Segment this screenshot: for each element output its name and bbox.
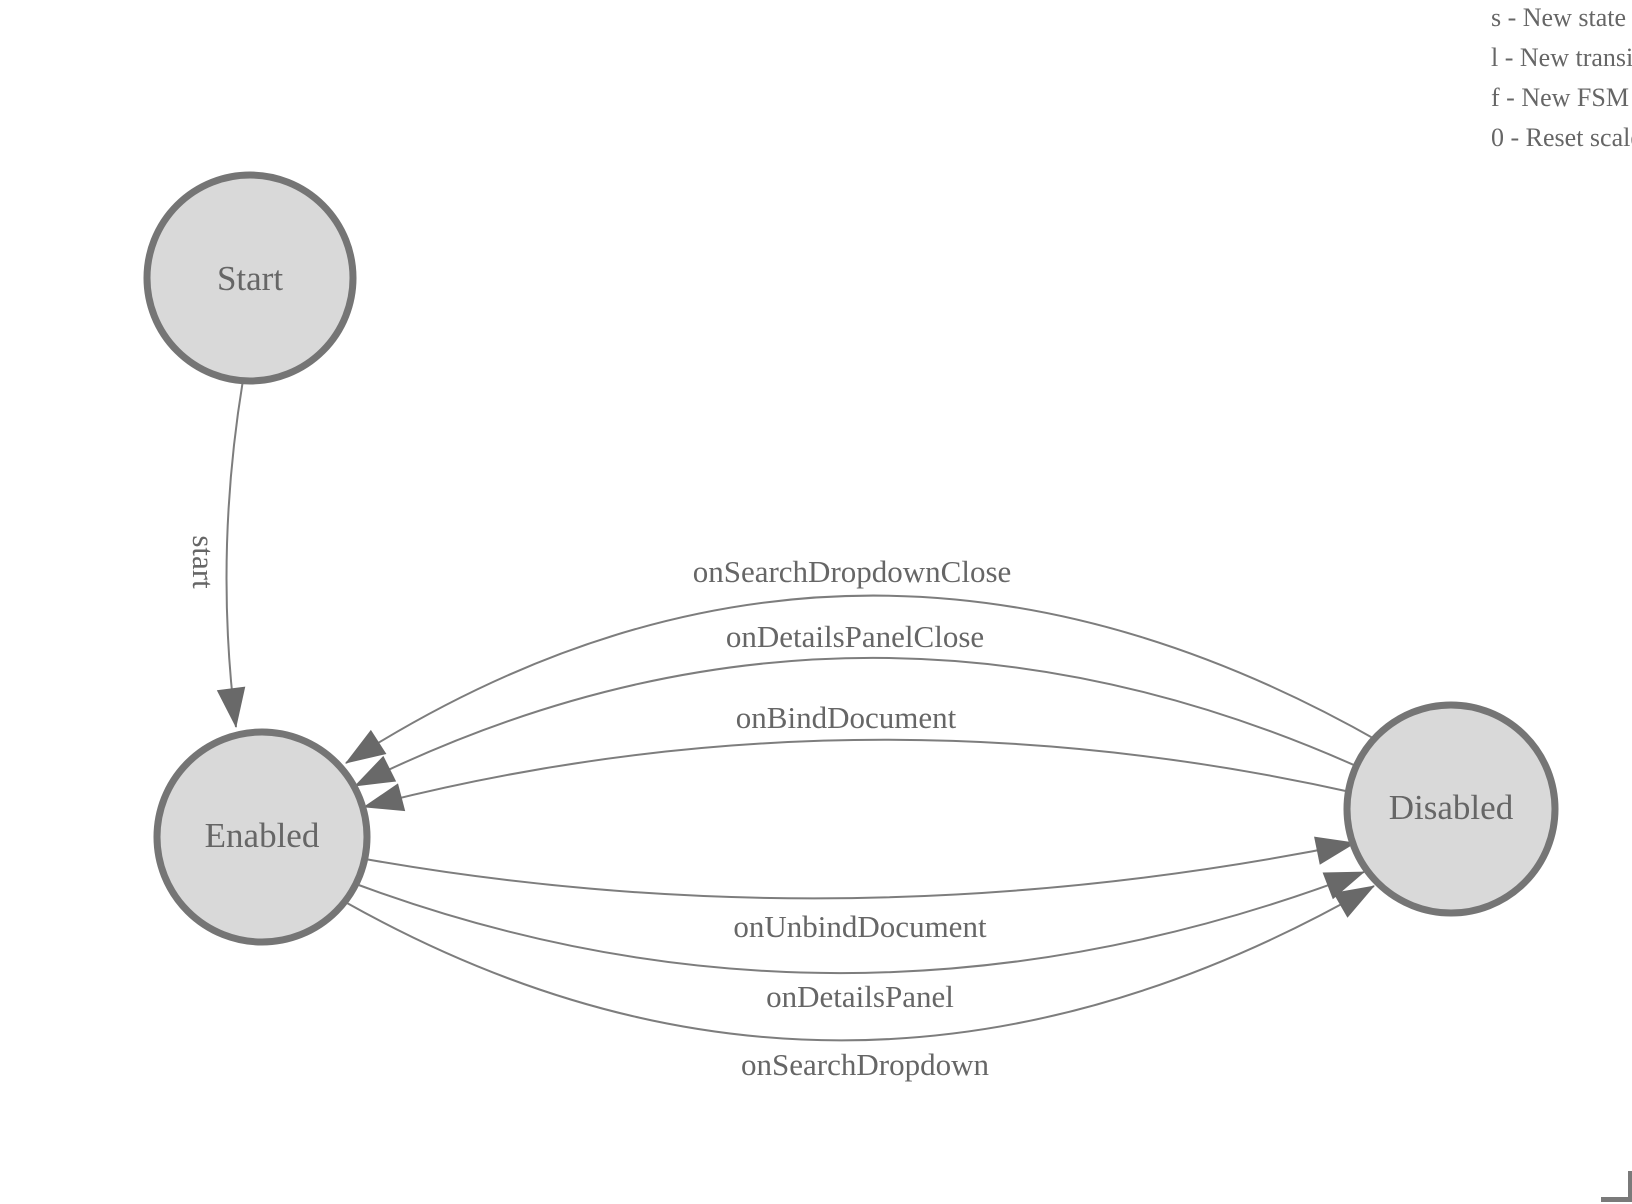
edge-onDetailsPanel-label: onDetailsPanel (766, 979, 954, 1014)
edge-onUnbindDocument-label: onUnbindDocument (733, 909, 987, 944)
edge-onSearchDropdownClose: onSearchDropdownClose (345, 554, 1381, 764)
node-enabled-label: Enabled (205, 816, 320, 855)
edge-onBindDocument-label: onBindDocument (736, 700, 957, 735)
node-start-label: Start (217, 259, 283, 298)
legend-item-reset-scale: 0 - Reset scale (1491, 123, 1632, 152)
edge-onDetailsPanelClose: onDetailsPanelClose (354, 619, 1366, 787)
node-start-circle[interactable] (143, 171, 357, 385)
edge-onDetailsPanel: onDetailsPanel (355, 871, 1365, 1014)
legend-item-new-state: s - New state (1491, 3, 1627, 32)
edge-onSearchDropdown-label: onSearchDropdown (741, 1047, 989, 1082)
edge-onDetailsPanelClose-label: onDetailsPanelClose (726, 619, 984, 654)
edge-start-label: start (186, 535, 221, 589)
edge-onSearchDropdownClose-path[interactable] (345, 594, 1381, 764)
edge-onDetailsPanelClose-path[interactable] (354, 656, 1366, 787)
edge-onSearchDropdown: onSearchDropdown (346, 885, 1375, 1082)
edge-onUnbindDocument-path[interactable] (364, 836, 1357, 900)
edge-onSearchDropdownClose-label: onSearchDropdownClose (693, 554, 1012, 589)
scale-corner-icon (1601, 1171, 1632, 1202)
edge-onUnbindDocument: onUnbindDocument (364, 836, 1357, 944)
edge-onDetailsPanel-path[interactable] (355, 871, 1365, 975)
node-disabled[interactable]: Disabled (1343, 701, 1559, 917)
legend-item-new-transition: l - New transition (1491, 43, 1632, 72)
node-enabled-circle[interactable] (153, 728, 371, 946)
edge-onBindDocument: onBindDocument (362, 700, 1356, 812)
legend-item-new-fsm: f - New FSM (1491, 83, 1629, 112)
node-disabled-label: Disabled (1389, 788, 1514, 827)
edge-onSearchDropdown-path[interactable] (346, 885, 1375, 1042)
node-start[interactable]: Start (143, 171, 357, 385)
edge-onBindDocument-path[interactable] (362, 738, 1356, 812)
node-disabled-circle[interactable] (1343, 701, 1559, 917)
node-enabled[interactable]: Enabled (153, 728, 371, 946)
edge-start-path[interactable] (216, 379, 246, 729)
edge-start: start (186, 379, 246, 729)
legend: s - New state l - New transition f - New… (1491, 0, 1632, 158)
